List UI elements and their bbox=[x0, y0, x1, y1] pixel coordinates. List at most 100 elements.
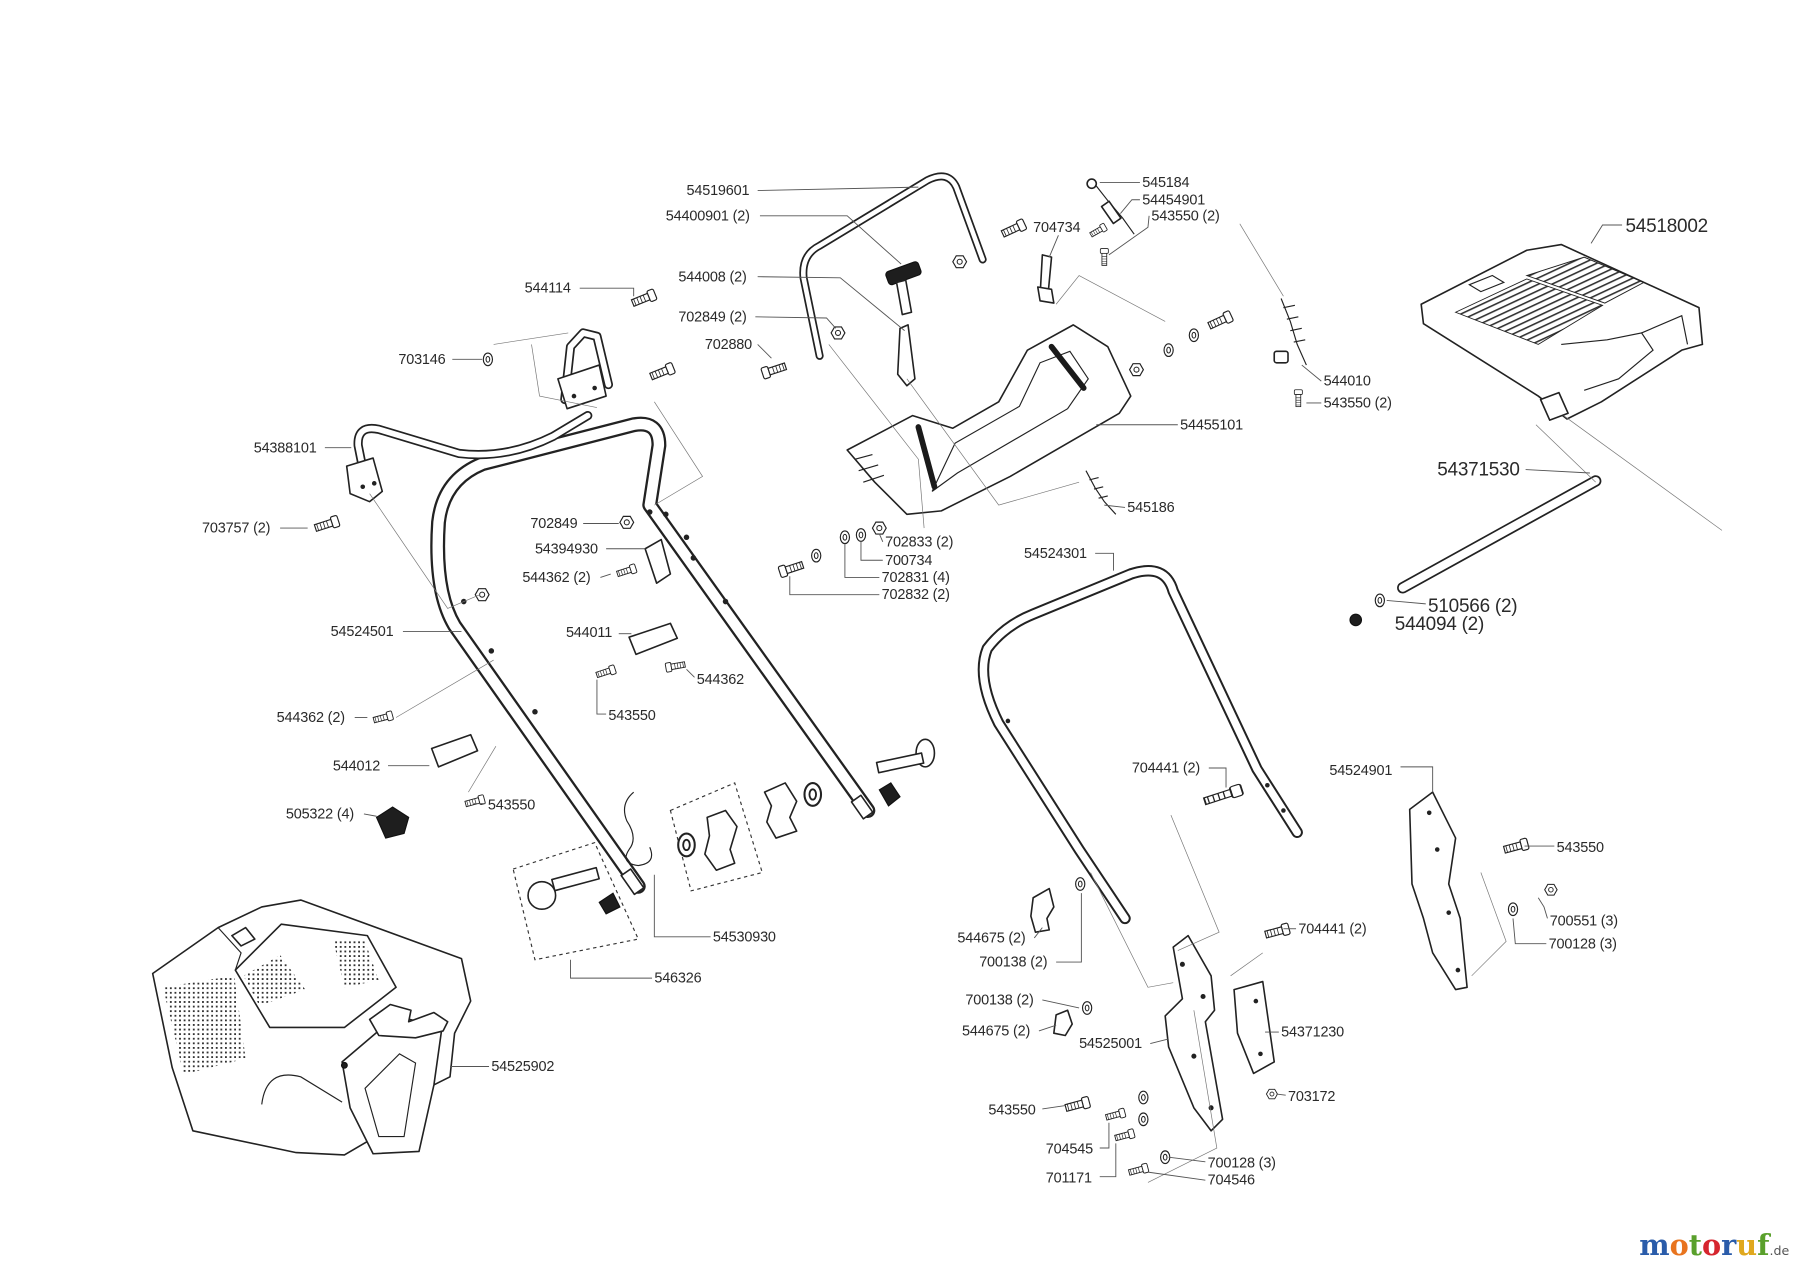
part-label: 544010 bbox=[1324, 374, 1371, 390]
nut-icon bbox=[952, 255, 968, 269]
washer-icon bbox=[1507, 902, 1519, 917]
part-label: 700138 (2) bbox=[965, 993, 1033, 1009]
part-label: 704734 bbox=[1033, 220, 1080, 236]
part-label: 543550 (2) bbox=[1151, 208, 1219, 224]
part-label: 54530930 bbox=[713, 929, 776, 945]
washer-icon bbox=[482, 352, 494, 367]
brackets-drawing bbox=[1164, 791, 1468, 1132]
logo-letter: t bbox=[1689, 1228, 1703, 1262]
part-label: 54400901 (2) bbox=[666, 208, 750, 224]
part-label: 54371530 bbox=[1437, 459, 1519, 480]
part-label: 543550 bbox=[1557, 840, 1604, 856]
part-label: 544675 (2) bbox=[962, 1024, 1030, 1040]
bolt-icon bbox=[1088, 222, 1108, 239]
bolt-icon bbox=[594, 664, 617, 680]
bolt-icon bbox=[777, 558, 806, 579]
part-label: 546326 bbox=[654, 971, 701, 987]
lever-drawing bbox=[885, 254, 1055, 387]
lower-handle-drawing bbox=[430, 416, 876, 896]
nut-icon bbox=[1129, 363, 1144, 377]
part-label: 704441 (2) bbox=[1132, 761, 1200, 777]
bolt-icon bbox=[1063, 1095, 1092, 1115]
part-label: 700128 (3) bbox=[1208, 1156, 1276, 1172]
bolt-icon bbox=[313, 514, 341, 535]
washer-icon bbox=[1160, 1150, 1171, 1165]
control-bar-drawing bbox=[846, 324, 1132, 516]
part-label: 702832 (2) bbox=[882, 587, 950, 603]
washer-icon bbox=[1374, 593, 1386, 608]
control-handle-drawing bbox=[799, 172, 987, 360]
part-label: 702849 (2) bbox=[678, 309, 746, 325]
part-label: 544114 bbox=[525, 281, 571, 297]
logo-letter: m bbox=[1639, 1228, 1669, 1262]
part-label: 544008 (2) bbox=[678, 269, 746, 285]
part-label: 702849 bbox=[530, 516, 577, 532]
part-label: 505322 (4) bbox=[286, 807, 354, 823]
part-label: 703172 bbox=[1288, 1089, 1335, 1105]
nut-icon bbox=[619, 515, 635, 529]
washer-icon bbox=[1075, 877, 1086, 891]
part-label: 54524301 bbox=[1024, 546, 1087, 562]
fasteners-drawing bbox=[313, 217, 1558, 1178]
middle-handle-drawing bbox=[977, 565, 1303, 925]
part-label: 544362 (2) bbox=[277, 710, 345, 726]
nut-icon bbox=[1349, 613, 1363, 627]
part-label: 54394930 bbox=[535, 541, 598, 557]
part-label: 54371230 bbox=[1281, 1025, 1344, 1041]
bolt-icon bbox=[372, 710, 395, 726]
part-label: 510566 (2) bbox=[1428, 596, 1517, 617]
bolt-icon bbox=[648, 361, 677, 383]
bolt-icon bbox=[760, 360, 788, 380]
logo-letter: o bbox=[1670, 1228, 1689, 1262]
part-label: 702833 (2) bbox=[885, 534, 953, 550]
nut-icon bbox=[871, 521, 887, 535]
washer-icon bbox=[1138, 1112, 1149, 1127]
part-label: 545184 bbox=[1142, 175, 1189, 191]
washer-icon bbox=[1138, 1090, 1149, 1105]
bolt-icon bbox=[1113, 1128, 1136, 1143]
washer-icon bbox=[855, 528, 867, 542]
part-label: 54454901 bbox=[1142, 192, 1205, 208]
part-label: 700128 (3) bbox=[1549, 936, 1617, 952]
bolt-icon bbox=[1263, 922, 1292, 941]
part-label: 704545 bbox=[1046, 1142, 1093, 1158]
bolt-icon bbox=[1202, 782, 1245, 808]
washer-icon bbox=[1081, 1001, 1093, 1015]
part-label: 544012 bbox=[333, 758, 380, 774]
part-label: 701171 bbox=[1046, 1170, 1092, 1186]
part-label: 545186 bbox=[1127, 500, 1174, 516]
logo-letter: u bbox=[1736, 1228, 1757, 1262]
part-label: 703146 bbox=[398, 352, 445, 368]
part-label: 704546 bbox=[1208, 1173, 1255, 1189]
nut-icon bbox=[1265, 1088, 1278, 1100]
logo-suffix: .de bbox=[1770, 1243, 1790, 1258]
nut-icon bbox=[474, 588, 490, 602]
part-label: 543550 bbox=[988, 1103, 1035, 1119]
part-label: 54525902 bbox=[491, 1059, 554, 1075]
rod-drawing bbox=[1397, 475, 1602, 594]
nut-icon bbox=[830, 326, 846, 340]
part-label: 544011 bbox=[566, 625, 612, 641]
part-label: 704441 (2) bbox=[1298, 921, 1366, 937]
logo-letter: f bbox=[1757, 1228, 1771, 1262]
part-label: 703757 (2) bbox=[202, 521, 270, 537]
part-label: 54519601 bbox=[686, 183, 749, 199]
quick-release-drawing bbox=[512, 738, 936, 961]
part-label: 54524501 bbox=[331, 624, 394, 640]
motoruf-logo[interactable]: motoruf.de bbox=[1639, 1228, 1789, 1262]
part-label: 544362 (2) bbox=[522, 570, 590, 586]
washer-icon bbox=[1163, 343, 1174, 358]
part-label: 544362 bbox=[697, 672, 744, 688]
part-label: 54525001 bbox=[1079, 1036, 1142, 1052]
knobs-drawing bbox=[375, 538, 1073, 1037]
part-label: 700551 (3) bbox=[1550, 913, 1618, 929]
cable-drawing bbox=[1085, 178, 1307, 515]
bolt-icon bbox=[1293, 389, 1303, 408]
washer-icon bbox=[811, 548, 822, 563]
washer-icon bbox=[1188, 328, 1200, 343]
upper-bar-drawing bbox=[345, 410, 593, 503]
part-label: 54455101 bbox=[1180, 417, 1243, 433]
part-labels: 54519601 54400901 (2) 544008 (2) 702849 … bbox=[202, 175, 1708, 1189]
part-label: 543550 bbox=[608, 708, 655, 724]
